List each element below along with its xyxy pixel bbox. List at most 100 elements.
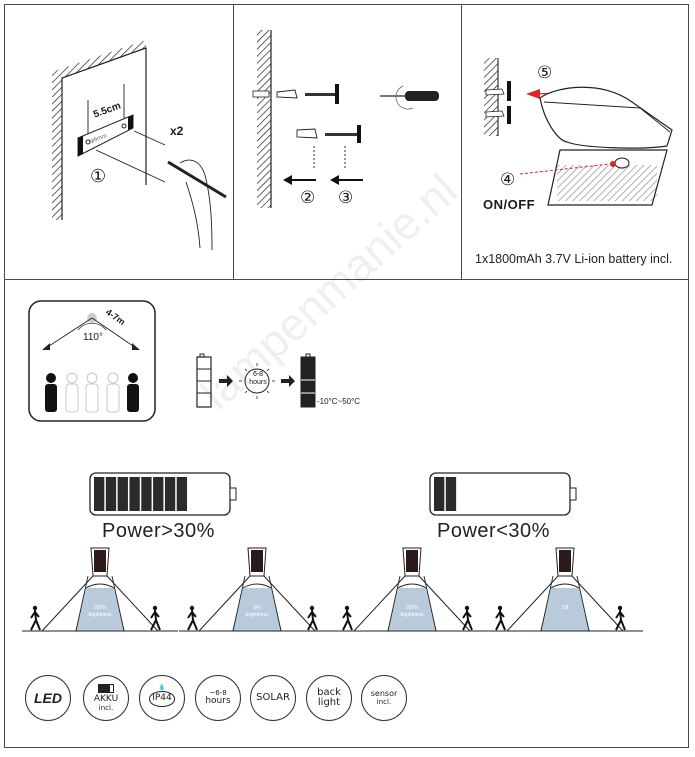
- step-number-3: ③: [338, 188, 354, 207]
- battery-icon: [98, 684, 114, 694]
- walking-person-icon: [342, 605, 353, 631]
- lighting-scene: 5%brightness: [179, 547, 335, 632]
- screw-icon: [325, 133, 357, 136]
- led-badge: LED: [25, 675, 71, 721]
- sensor-label: sensor: [370, 689, 398, 699]
- power-switch: [610, 161, 616, 167]
- wall-plug-icon: [296, 128, 318, 139]
- backlight-label-2: light: [317, 697, 341, 708]
- backlight-badge: back light: [306, 675, 352, 721]
- led-label: LED: [34, 689, 62, 706]
- solar-badge: SOLAR: [250, 675, 296, 721]
- step-number-4: ④: [500, 170, 516, 189]
- wall-hatch: [257, 30, 271, 208]
- power-high-label: Power>30%: [102, 520, 215, 542]
- akku-sublabel: incl.: [98, 703, 114, 712]
- sensor-badge: sensor incl.: [361, 675, 407, 721]
- hours-badge: ~6-8 hours: [195, 675, 241, 721]
- battery-charge-segment: [176, 477, 188, 511]
- full-battery-icon: [300, 356, 316, 408]
- akku-label: AKKU: [93, 694, 119, 705]
- detection-angle-label: 110°: [83, 332, 103, 343]
- panel-divider: [233, 4, 234, 280]
- solar-label: SOLAR: [256, 691, 290, 703]
- sensor-sublabel: incl.: [376, 697, 392, 706]
- hand-icon: [179, 159, 213, 251]
- step-number-2: ②: [300, 188, 316, 207]
- water-drop-icon: 💧: [158, 684, 166, 692]
- solar-panel: [559, 550, 571, 572]
- charging-illustration: [196, 353, 316, 408]
- panel-divider: [461, 4, 462, 280]
- brightness-label: brightness: [400, 612, 424, 618]
- light-cone: [232, 588, 282, 631]
- empty-battery-icon: [196, 356, 212, 408]
- akku-badge: AKKU incl.: [83, 675, 129, 721]
- pencil-icon: [167, 160, 227, 199]
- walking-person-icon: [187, 605, 198, 631]
- pir-sensor: [614, 157, 630, 169]
- walking-person-icon: [615, 605, 626, 631]
- battery-charge-segment: [117, 477, 128, 511]
- battery-charge-segment: [105, 477, 117, 511]
- lighting-scene: 100%brightness: [334, 547, 490, 632]
- walking-person-icon: [150, 605, 161, 631]
- screw-icon: [305, 93, 335, 96]
- battery-charge-segment: [434, 477, 445, 511]
- detection-line: [506, 575, 559, 632]
- section-divider: [4, 279, 689, 280]
- battery-terminal: [229, 487, 237, 501]
- person-icon: [45, 373, 139, 412]
- battery-charge-segment: [445, 477, 457, 511]
- walking-person-icon: [30, 605, 41, 631]
- on-off-label: ON/OFF: [483, 197, 536, 212]
- step23-anchor-illustration: [252, 30, 439, 208]
- ip44-label: IP44: [149, 691, 175, 707]
- hours-unit: hours: [205, 695, 231, 706]
- step-number-1: ①: [90, 166, 107, 186]
- detection-line: [198, 575, 251, 632]
- solar-panel: [406, 550, 418, 572]
- battery-power-high: [89, 472, 237, 516]
- manual-frame: [4, 4, 689, 748]
- temperature-range-label: -10°C~50°C: [317, 397, 361, 406]
- charge-duration-unit: hours: [249, 379, 267, 386]
- multiplier-label: x2: [170, 124, 184, 138]
- battery-note: 1x1800mAh 3.7V Li-ion battery incl.: [475, 252, 673, 266]
- battery-charge-segment: [129, 477, 140, 511]
- charge-duration-value: 6-8: [252, 371, 264, 378]
- wall-hatch: [484, 58, 498, 136]
- step-number-5: ⑤: [537, 63, 553, 82]
- arrow-right-icon: [281, 375, 295, 387]
- brightness-value: 5%: [253, 605, 261, 611]
- light-cone: [75, 588, 125, 631]
- ip44-badge: 💧 IP44: [139, 675, 185, 721]
- sensor-range-illustration: [28, 300, 156, 422]
- battery-terminal: [569, 487, 577, 501]
- battery-charge-segment: [141, 477, 152, 511]
- solar-panel: [94, 550, 106, 572]
- battery-power-low: [429, 472, 577, 516]
- lighting-scene: Off: [487, 547, 643, 632]
- detection-line: [41, 575, 94, 632]
- battery-charge-segment: [153, 477, 164, 511]
- brightness-value: Off: [562, 605, 569, 611]
- wall-edge: [61, 47, 147, 220]
- solar-panel: [251, 550, 263, 572]
- solar-lamp-body: [539, 86, 673, 149]
- brightness-label: brightness: [245, 612, 269, 618]
- detection-line: [571, 575, 624, 632]
- walking-person-icon: [307, 605, 318, 631]
- light-cone: [387, 588, 437, 631]
- arrow-right-icon: [219, 375, 233, 387]
- person-outline-icon: [65, 372, 120, 413]
- walking-person-icon: [495, 605, 506, 631]
- power-low-label: Power<30%: [437, 520, 550, 542]
- walking-person-icon: [462, 605, 473, 631]
- sun-icon: [244, 368, 270, 394]
- detection-line: [263, 575, 316, 632]
- lighting-scene: 100%brightness: [22, 547, 178, 632]
- hours-value: ~6-8: [209, 688, 227, 697]
- step1-drilling-illustration: [52, 40, 227, 251]
